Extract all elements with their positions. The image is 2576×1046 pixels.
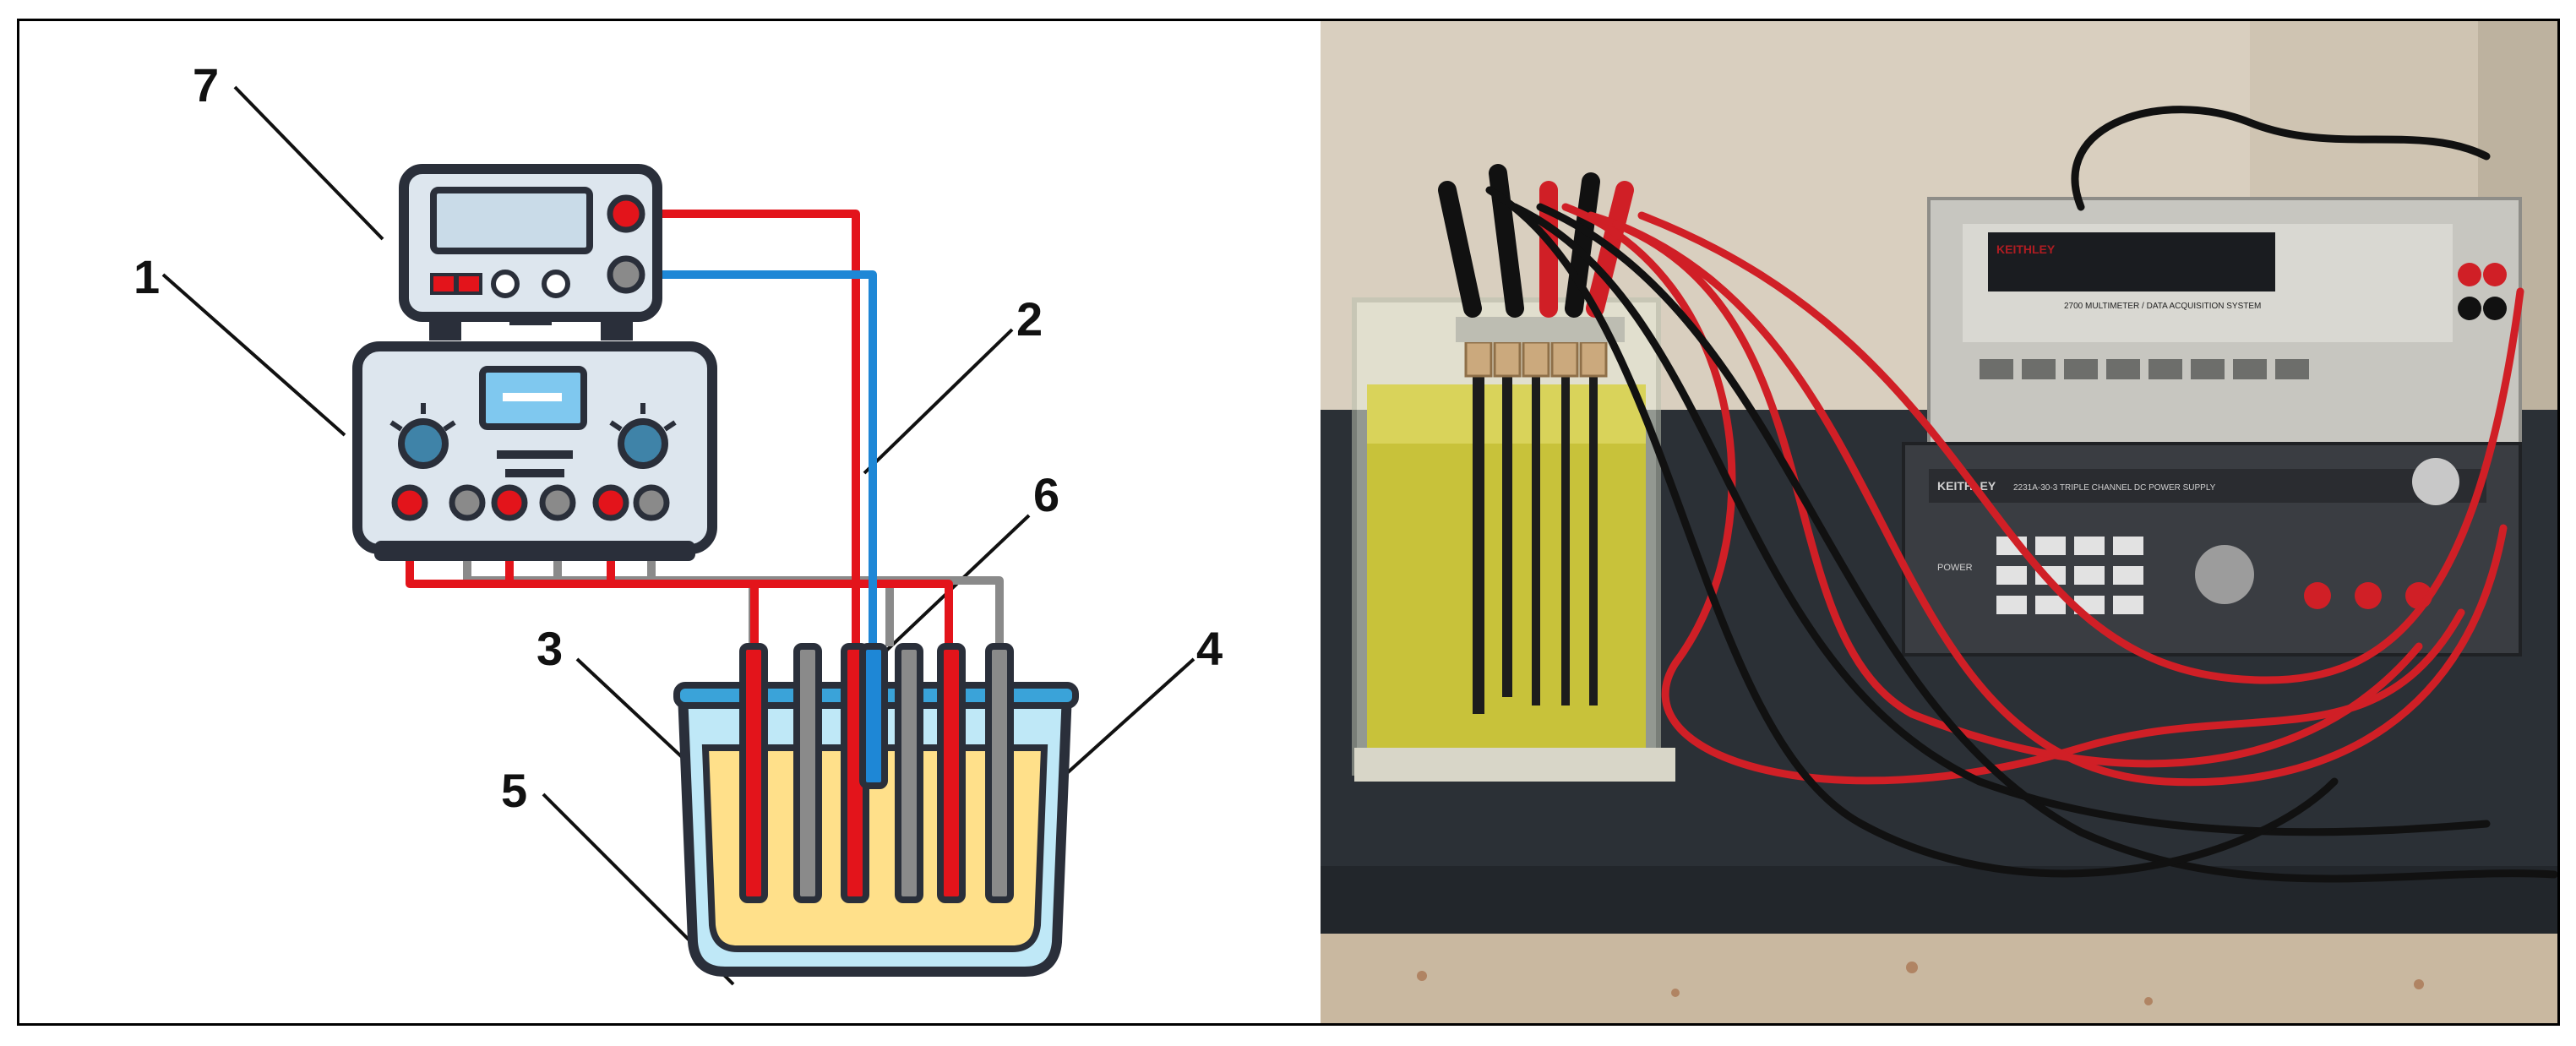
electrode-group	[739, 643, 1014, 903]
reference-electrode	[859, 643, 888, 789]
label-anode: 3	[536, 622, 563, 675]
label-electrolyte-tank: 5	[501, 764, 527, 817]
power-supply-photo: KEITHLEY 2231A-30-3 TRIPLE CHANNEL DC PO…	[1902, 442, 2522, 656]
label-reference-electrode: 6	[1033, 468, 1059, 521]
cathode-electrode	[793, 643, 822, 903]
label-power-supply: 7	[193, 58, 219, 112]
leader-line-1	[161, 273, 346, 437]
leader-line-7	[233, 85, 384, 241]
cable-bundle	[1485, 106, 2557, 883]
power-red-wire	[629, 210, 860, 646]
power-gray-terminal	[607, 255, 645, 294]
figure-frame: 7 1 2 6 3 4 5	[17, 19, 2560, 1026]
schematic-diagram: 7 1 2 6 3 4 5	[133, 58, 1223, 986]
glass-tank-photo	[1352, 297, 1675, 782]
label-multimeter: 1	[133, 250, 160, 303]
anode-electrode	[739, 643, 768, 903]
label-wire: 2	[1016, 292, 1043, 346]
power-supply-brand: KEITHLEY	[1937, 479, 1996, 493]
power-blue-wire	[629, 270, 877, 782]
lab-setup-photo: KEITHLEY 2700 MULTIMETER / DATA ACQUISIT…	[1321, 21, 2557, 1023]
power-supply	[399, 164, 662, 340]
multimeter-brand: KEITHLEY	[1996, 242, 2056, 256]
power-label: POWER	[1937, 563, 1973, 573]
multimeter-model: 2700 MULTIMETER / DATA ACQUISITION SYSTE…	[2064, 302, 2261, 311]
multimeter-device	[352, 341, 717, 561]
power-supply-model: 2231A-30-3 TRIPLE CHANNEL DC POWER SUPPL…	[2013, 483, 2216, 493]
cathode-electrode	[895, 643, 923, 903]
leader-line-2	[863, 328, 1014, 475]
power-red-terminal	[607, 194, 645, 233]
label-cathode: 4	[1196, 622, 1223, 675]
cathode-electrode	[985, 643, 1014, 903]
anode-electrode	[937, 643, 966, 903]
multimeter-photo: KEITHLEY 2700 MULTIMETER / DATA ACQUISIT…	[1927, 197, 2522, 445]
